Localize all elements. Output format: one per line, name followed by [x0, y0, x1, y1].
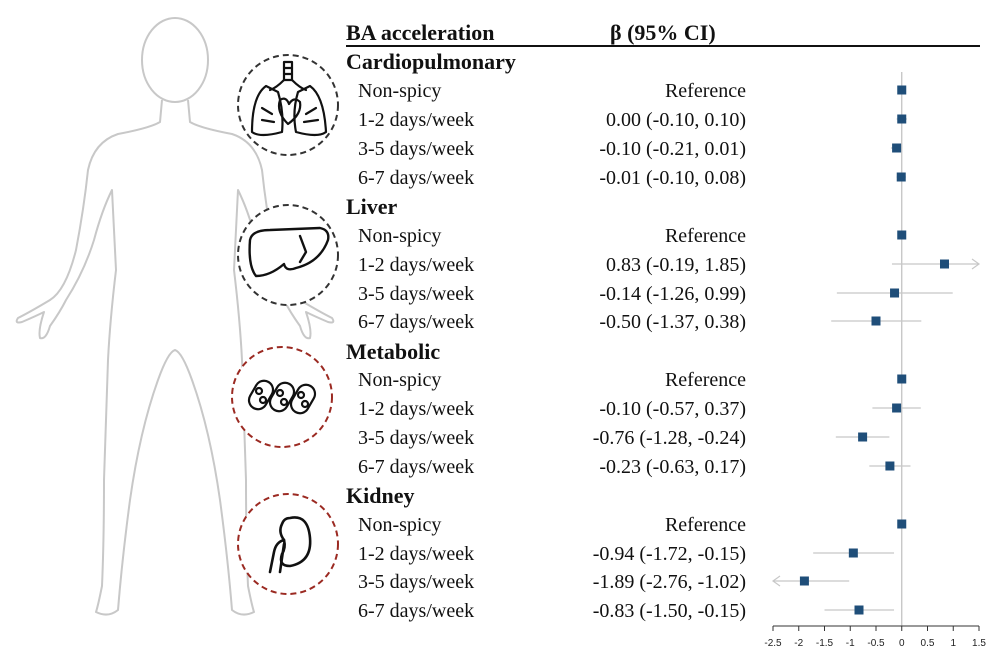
- point-estimate-marker: [892, 403, 902, 413]
- x-tick-label: -2: [794, 638, 803, 649]
- row-estimate: -1.89 (-2.76, -1.02): [592, 571, 746, 593]
- row-estimate: -0.01 (-0.10, 0.08): [599, 167, 746, 189]
- row-estimate: Reference: [664, 514, 746, 536]
- point-estimate-marker: [897, 85, 907, 95]
- row-estimate: -0.10 (-0.57, 0.37): [599, 398, 746, 420]
- x-tick-label: -2.5: [764, 638, 782, 649]
- x-tick-label: -0.5: [867, 638, 885, 649]
- row-label: Non-spicy: [358, 225, 442, 247]
- x-tick-label: 1: [950, 638, 956, 649]
- row-label: 3-5 days/week: [358, 283, 475, 305]
- row-estimate: Reference: [664, 80, 746, 102]
- row-estimate: 0.83 (-0.19, 1.85): [606, 254, 746, 276]
- row-estimate: -0.23 (-0.63, 0.17): [599, 456, 746, 478]
- x-tick-label: 1.5: [972, 638, 986, 649]
- row-label: Non-spicy: [358, 369, 442, 391]
- row-estimate: -0.50 (-1.37, 0.38): [599, 311, 746, 333]
- x-tick-label: 0.5: [921, 638, 935, 649]
- row-estimate: -0.76 (-1.28, -0.24): [592, 427, 746, 449]
- header-rule: [346, 45, 980, 47]
- point-estimate-marker: [854, 605, 864, 615]
- kidney-icon: [268, 516, 312, 574]
- row-estimate: 0.00 (-0.10, 0.10): [606, 109, 746, 131]
- liver-badge: [237, 204, 339, 306]
- cardiopulmonary-badge: [237, 54, 339, 156]
- row-estimate: -0.14 (-1.26, 0.99): [599, 283, 746, 305]
- row-label: 3-5 days/week: [358, 138, 475, 160]
- point-estimate-marker: [897, 114, 907, 124]
- point-estimate-marker: [871, 316, 881, 326]
- group-title-liver: Liver: [346, 194, 398, 219]
- row-label: 1-2 days/week: [358, 398, 475, 420]
- row-label: 6-7 days/week: [358, 167, 475, 189]
- lungs-heart-icon: [250, 60, 328, 137]
- cardiopulmonary-circle: [237, 54, 339, 156]
- row-estimate: Reference: [664, 225, 746, 247]
- group-title-kidney: Kidney: [346, 483, 415, 508]
- group-title-cardiopulmonary: Cardiopulmonary: [346, 49, 516, 74]
- kidney-badge: [237, 493, 339, 595]
- point-estimate-marker: [885, 461, 895, 471]
- human-body-silhouette: [15, 17, 335, 616]
- row-label: 1-2 days/week: [358, 254, 475, 276]
- liver-icon: [248, 226, 330, 278]
- row-label: Non-spicy: [358, 80, 442, 102]
- row-label: Non-spicy: [358, 514, 442, 536]
- row-label: 1-2 days/week: [358, 109, 475, 131]
- row-label: 3-5 days/week: [358, 427, 475, 449]
- row-label: 3-5 days/week: [358, 571, 475, 593]
- row-estimate: -0.83 (-1.50, -0.15): [592, 600, 746, 622]
- kidney-circle: [237, 493, 339, 595]
- point-estimate-marker: [858, 432, 868, 442]
- point-estimate-marker: [897, 230, 907, 240]
- metabolic-badge: [231, 346, 333, 448]
- row-estimate: -0.10 (-0.21, 0.01): [599, 138, 746, 160]
- row-label: 6-7 days/week: [358, 600, 475, 622]
- ci-arrow-right: [971, 258, 981, 270]
- organ-icons: [231, 54, 339, 595]
- column-header-beta-ci: β (95% CI): [610, 20, 716, 45]
- point-estimate-marker: [896, 172, 906, 182]
- point-estimate-marker: [897, 519, 907, 529]
- fat-cells-icon: [247, 379, 317, 415]
- point-estimate-marker: [897, 374, 907, 384]
- point-estimate-marker: [848, 548, 858, 558]
- row-estimate: -0.94 (-1.72, -0.15): [592, 543, 746, 565]
- row-label: 6-7 days/week: [358, 311, 475, 333]
- x-tick-label: -1.5: [816, 638, 834, 649]
- point-estimate-marker: [890, 288, 900, 298]
- x-tick-label: 0: [899, 638, 905, 649]
- row-estimate: Reference: [664, 369, 746, 391]
- column-header-ba-acceleration: BA acceleration: [346, 20, 495, 45]
- point-estimate-marker: [939, 259, 949, 269]
- point-estimate-marker: [799, 576, 809, 586]
- group-title-metabolic: Metabolic: [346, 339, 441, 364]
- point-estimate-marker: [892, 143, 902, 153]
- row-label: 1-2 days/week: [358, 543, 475, 565]
- x-tick-label: -1: [846, 638, 855, 649]
- row-label: 6-7 days/week: [358, 456, 475, 478]
- ci-arrow-left: [771, 575, 781, 587]
- metabolic-circle: [231, 346, 333, 448]
